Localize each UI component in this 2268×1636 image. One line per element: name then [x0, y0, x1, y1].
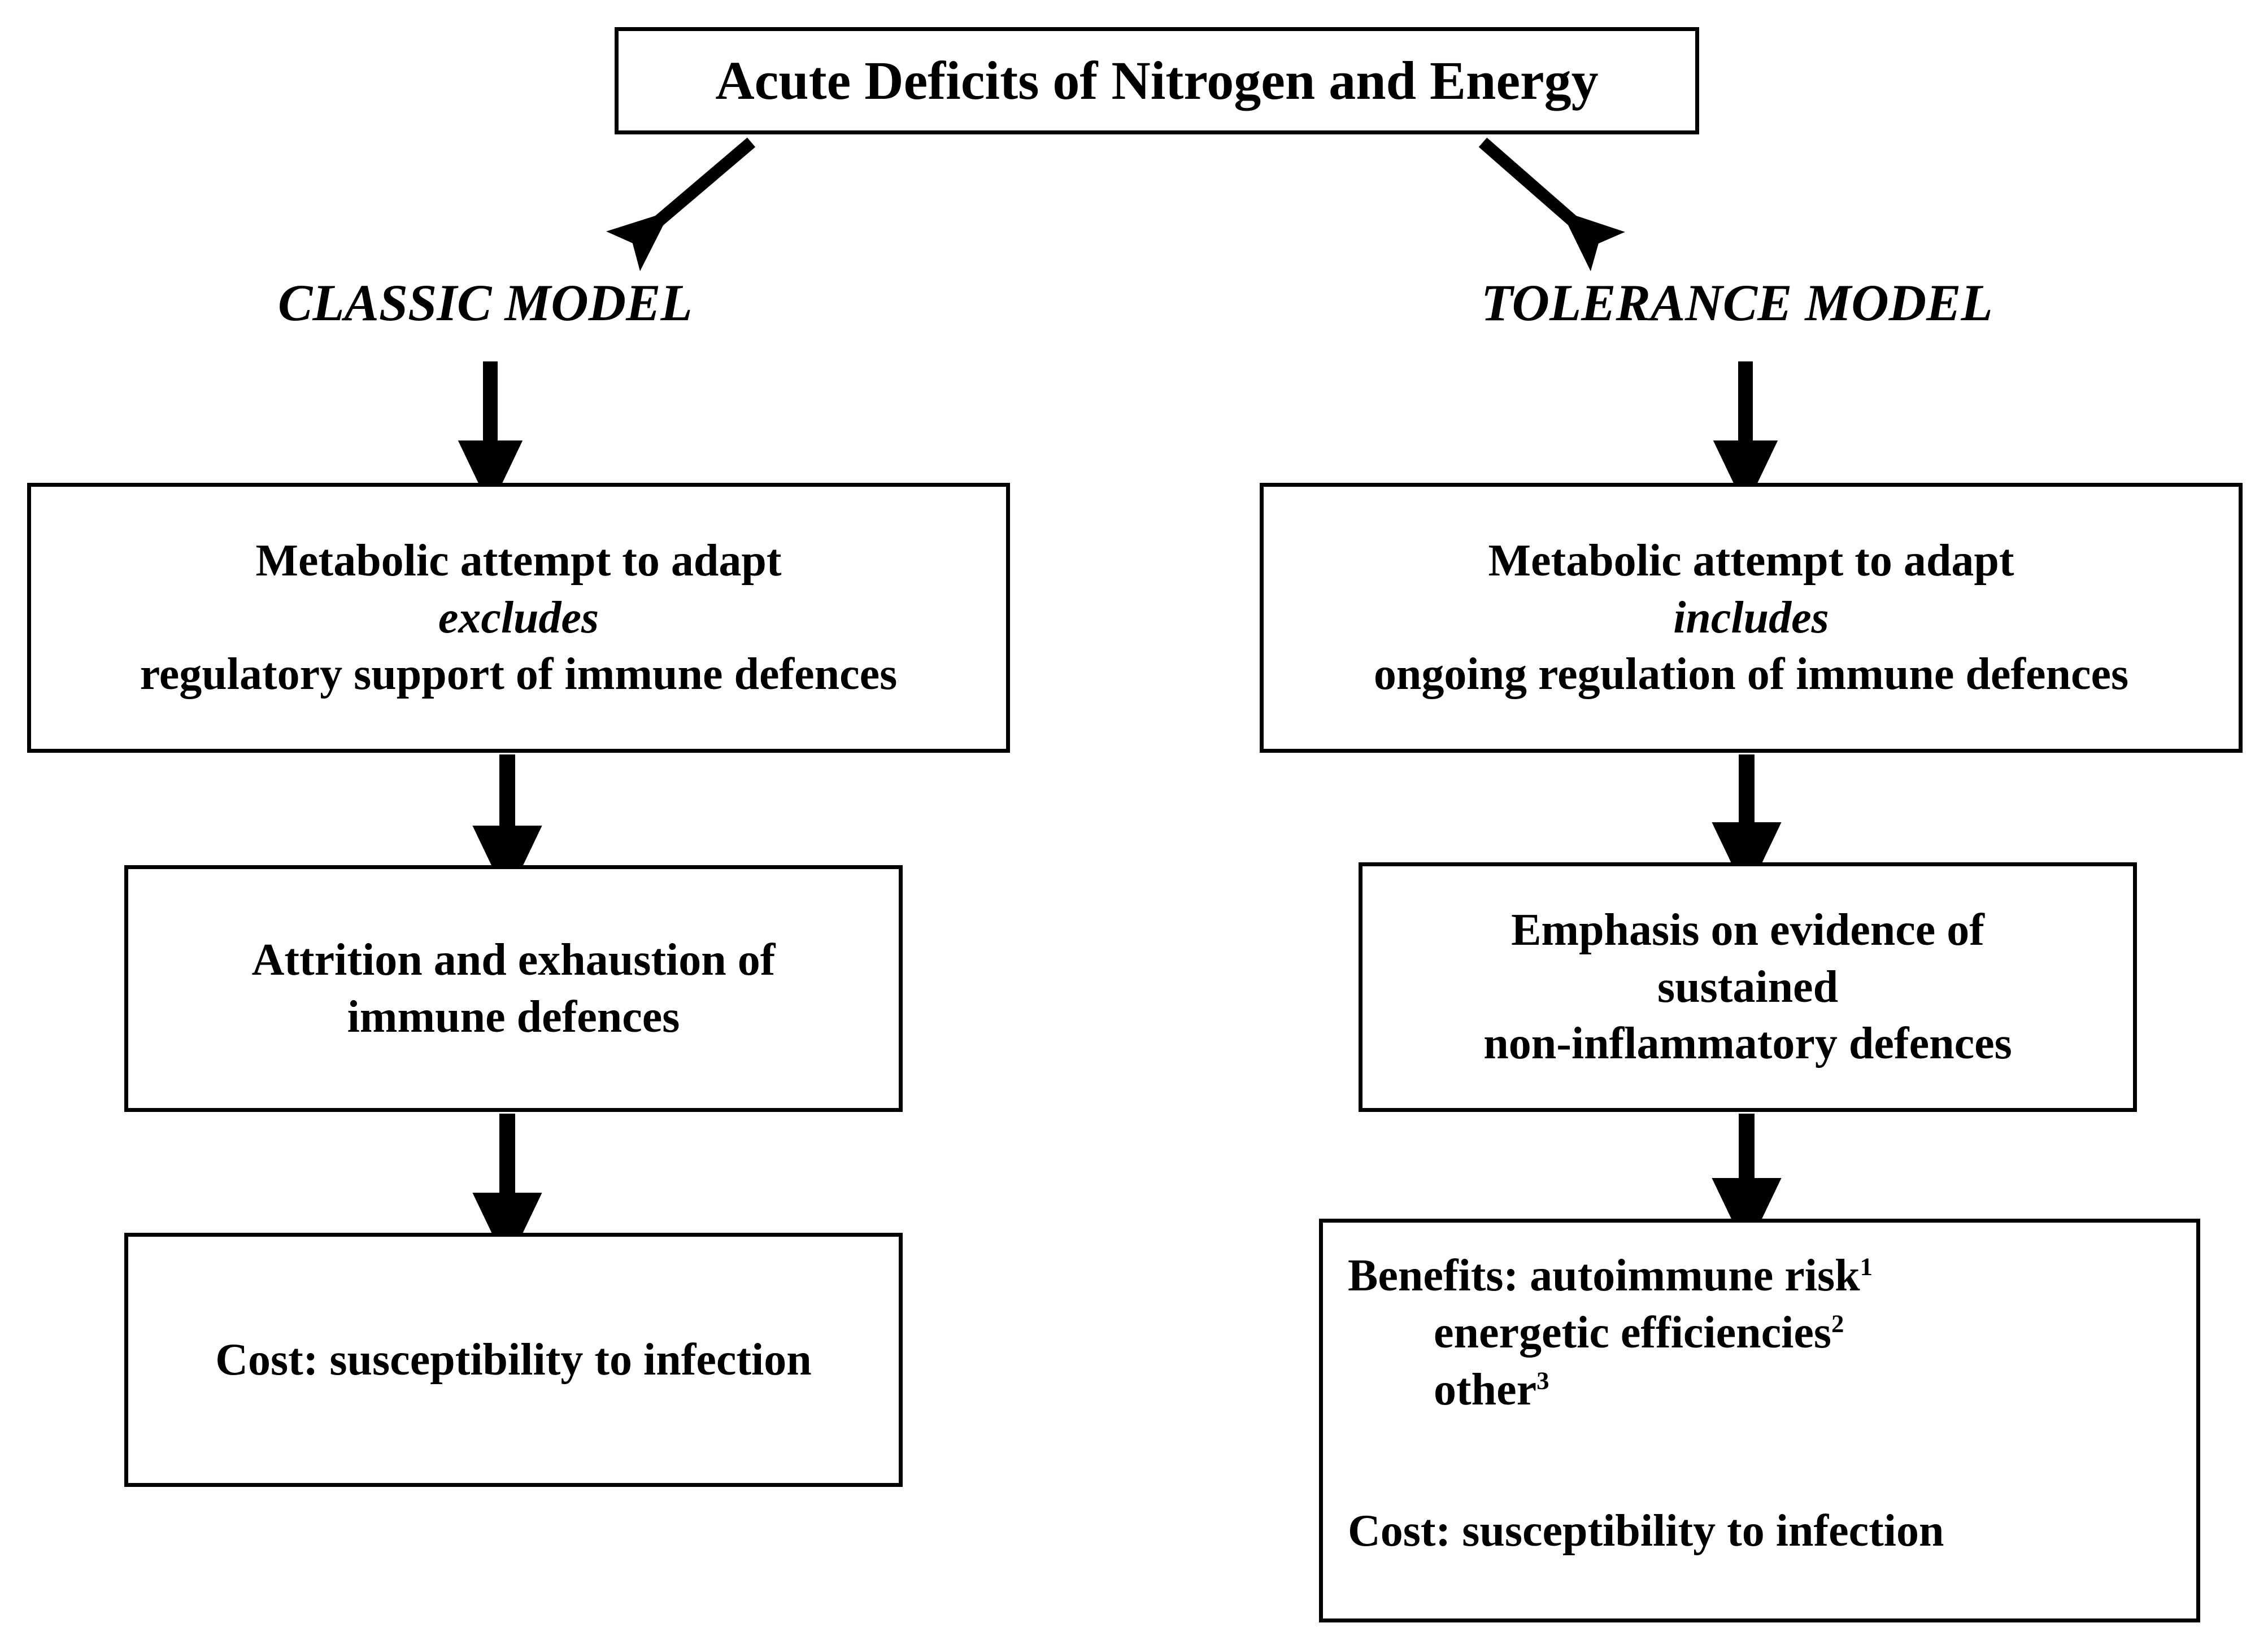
- classic-attrition-line-1: Attrition and exhaustion of: [251, 935, 776, 985]
- tolerance-benefits-line-3-text: other: [1434, 1364, 1537, 1415]
- tolerance-emphasis-box: Emphasis on evidence of sustained non-in…: [1359, 862, 2137, 1112]
- tolerance-benefits-line-1: Benefits: autoimmune risk1: [1348, 1247, 1873, 1305]
- tolerance-emphasis-line-1: Emphasis on evidence of: [1511, 905, 1984, 955]
- footnote-marker-2: 2: [1831, 1309, 1844, 1338]
- tolerance-benefits-line-2-text: energetic efficiencies: [1434, 1307, 1832, 1358]
- classic-adapt-line-2-excludes: excludes: [438, 592, 599, 643]
- classic-adapt-line-1: Metabolic attempt to adapt: [255, 535, 782, 586]
- tolerance-model-heading: TOLERANCE MODEL: [1481, 274, 1993, 331]
- tolerance-emphasis-line-3: non-inflammatory defences: [1483, 1019, 2012, 1069]
- tolerance-benefits-line-2: energetic efficiencies2: [1348, 1305, 1844, 1362]
- arrow-title-to-classic: [606, 137, 756, 272]
- title-box: Acute Deficits of Nitrogen and Energy: [615, 27, 1699, 134]
- tolerance-emphasis-line-2: sustained: [1657, 962, 1839, 1012]
- classic-attrition-box: Attrition and exhaustion of immune defen…: [124, 865, 903, 1112]
- footnote-marker-1: 1: [1860, 1252, 1873, 1281]
- tolerance-benefits-line-3: other3: [1348, 1362, 1549, 1419]
- tolerance-adapt-line-1: Metabolic attempt to adapt: [1488, 535, 2014, 586]
- tolerance-adapt-box: Metabolic attempt to adapt includes ongo…: [1260, 483, 2243, 753]
- classic-model-heading: CLASSIC MODEL: [278, 274, 693, 331]
- arrow-title-to-tolerance: [1478, 137, 1625, 272]
- classic-attrition-line-2: immune defences: [347, 992, 680, 1042]
- tolerance-benefits-box: Benefits: autoimmune risk1 energetic eff…: [1319, 1219, 2200, 1622]
- tolerance-adapt-line-3: ongoing regulation of immune defences: [1373, 649, 2129, 700]
- title-text: Acute Deficits of Nitrogen and Energy: [715, 50, 1599, 111]
- classic-adapt-box: Metabolic attempt to adapt excludes regu…: [27, 483, 1010, 753]
- tolerance-benefits-line-1-text: Benefits: autoimmune risk: [1348, 1251, 1860, 1301]
- footnote-marker-3: 3: [1536, 1365, 1549, 1394]
- tolerance-cost-line: Cost: susceptibility to infection: [1348, 1506, 1944, 1556]
- classic-cost-line-1: Cost: susceptibility to infection: [215, 1334, 812, 1385]
- classic-adapt-line-3: regulatory support of immune defences: [140, 649, 898, 700]
- tolerance-adapt-line-2-includes: includes: [1673, 592, 1829, 643]
- classic-cost-box: Cost: susceptibility to infection: [124, 1233, 903, 1487]
